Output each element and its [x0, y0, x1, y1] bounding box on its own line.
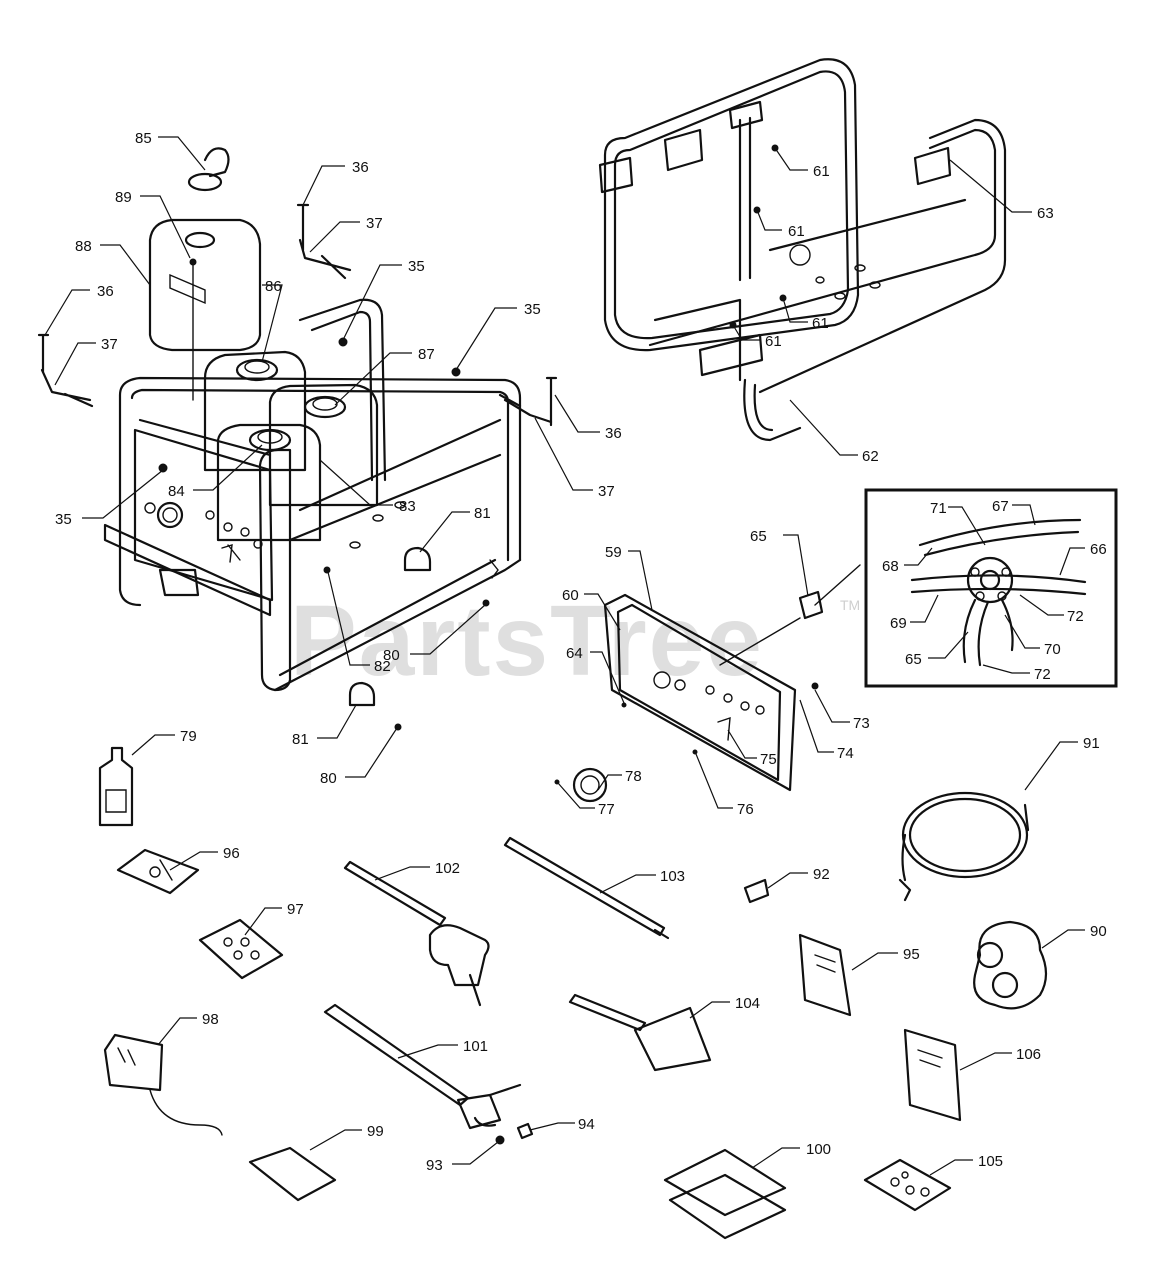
callout-72-a: 72: [1067, 608, 1084, 625]
callouts: 85 36 89 37 88 35 36 86 35 37 87 36 84 8…: [44, 130, 1107, 1176]
callout-60: 60: [562, 587, 579, 604]
control-panel-plate: [554, 564, 861, 792]
watermark-trademark: TM: [840, 597, 860, 613]
callout-97: 97: [287, 901, 304, 918]
spray-gun: [343, 860, 490, 1007]
callout-84: 84: [168, 483, 185, 500]
callout-62: 62: [862, 448, 879, 465]
callout-93: 93: [426, 1157, 443, 1174]
callout-87: 87: [418, 346, 435, 363]
callout-36-left: 36: [97, 283, 114, 300]
hose-fittings: [495, 1122, 534, 1145]
callout-65-main: 65: [750, 528, 767, 545]
decal-sheet: [198, 918, 284, 980]
hose-routing-inset: [864, 488, 1118, 688]
callout-72-b: 72: [1034, 666, 1051, 683]
spray-lance: [323, 1003, 522, 1130]
high-pressure-hose: [898, 791, 1030, 902]
callout-80-top: 80: [383, 647, 400, 664]
callout-100: 100: [806, 1141, 831, 1158]
callout-37-left: 37: [101, 336, 118, 353]
callout-71: 71: [930, 500, 947, 517]
callout-35-right: 35: [524, 301, 541, 318]
callout-74: 74: [837, 745, 854, 762]
callout-103: 103: [660, 868, 685, 885]
cleaning-brush: [568, 993, 712, 1072]
oil-bottle: [98, 746, 134, 827]
callout-88: 88: [75, 238, 92, 255]
callout-85-top: 85: [135, 130, 152, 147]
handle-rods: [37, 203, 558, 427]
callout-68: 68: [882, 558, 899, 575]
callout-37-right: 37: [598, 483, 615, 500]
callout-98: 98: [202, 1011, 219, 1028]
nozzle-holder: [973, 920, 1048, 1010]
callout-75: 75: [760, 751, 777, 768]
callout-81-top: 81: [474, 505, 491, 522]
callout-73: 73: [853, 715, 870, 732]
callout-94: 94: [578, 1116, 595, 1133]
choke-knob: [572, 767, 608, 803]
callout-66: 66: [1090, 541, 1107, 558]
callout-99: 99: [367, 1123, 384, 1140]
callout-92: 92: [813, 866, 830, 883]
callout-69: 69: [890, 615, 907, 632]
callout-78: 78: [625, 768, 642, 785]
callout-80-bottom: 80: [320, 770, 337, 787]
callout-95: 95: [903, 946, 920, 963]
callout-35-left: 35: [55, 511, 72, 528]
callout-59: 59: [605, 544, 622, 561]
callout-37-top: 37: [366, 215, 383, 232]
operators-manual: [903, 1028, 962, 1122]
callout-83: 83: [399, 498, 416, 515]
callout-102: 102: [435, 860, 460, 877]
owners-manual: [798, 933, 852, 1017]
callout-106: 106: [1016, 1046, 1041, 1063]
frame-assembly: [598, 58, 1007, 442]
callout-96: 96: [223, 845, 240, 862]
callout-76: 76: [737, 801, 754, 818]
callout-105: 105: [978, 1153, 1003, 1170]
callout-61-b: 61: [788, 223, 805, 240]
callout-81-bottom: 81: [292, 731, 309, 748]
callout-67: 67: [992, 498, 1009, 515]
warning-decal: [116, 848, 200, 895]
callout-35-top: 35: [408, 258, 425, 275]
callout-70: 70: [1044, 641, 1061, 658]
callout-36-right: 36: [605, 425, 622, 442]
callout-61-a: 61: [813, 163, 830, 180]
callout-63: 63: [1037, 205, 1054, 222]
fuel-reservoir-tank: [148, 147, 262, 401]
callout-101: 101: [463, 1038, 488, 1055]
hardware-bag: [863, 1158, 952, 1212]
callout-82: 82: [374, 658, 391, 675]
callout-65-inset: 65: [905, 651, 922, 668]
callout-61-d: 61: [765, 333, 782, 350]
main-engine-assembly: [103, 298, 522, 731]
accessory-bag: [663, 1148, 787, 1240]
callout-64: 64: [566, 645, 583, 662]
callout-89: 89: [115, 189, 132, 206]
callout-104: 104: [735, 995, 760, 1012]
callout-86: 86: [265, 278, 282, 295]
parts-bag: [248, 1146, 337, 1202]
nozzle-tip: [743, 878, 770, 904]
callout-91: 91: [1083, 735, 1100, 752]
callout-77: 77: [598, 801, 615, 818]
spray-wand: [503, 836, 670, 940]
callout-36-top: 36: [352, 159, 369, 176]
callout-79: 79: [180, 728, 197, 745]
callout-90: 90: [1090, 923, 1107, 940]
battery-charger: [103, 1033, 223, 1136]
callout-61-c: 61: [812, 315, 829, 332]
